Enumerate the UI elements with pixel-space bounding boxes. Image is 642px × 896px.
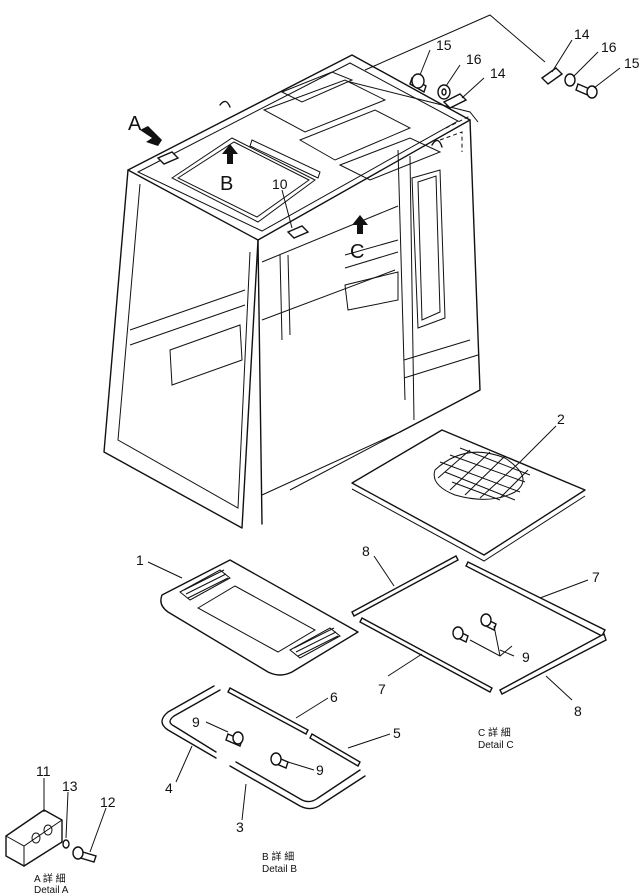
- callout-3: 3: [236, 819, 244, 835]
- part-1-hatch: [160, 559, 359, 676]
- detail-a-caption-en: Detail A: [34, 885, 69, 896]
- callout-9: 9: [316, 762, 324, 778]
- part-2-panel: [351, 429, 586, 562]
- detail-b-caption-jp: B 詳 細: [262, 850, 294, 863]
- detail-a-parts: [5, 809, 97, 867]
- callout-13: 13: [62, 778, 78, 794]
- callout-9: 9: [522, 649, 530, 665]
- leader-lines: [43, 39, 621, 853]
- detail-b-parts: [161, 685, 366, 810]
- callout-4: 4: [165, 780, 173, 796]
- callout-8: 8: [362, 543, 370, 559]
- detail-a-caption-jp: A 詳 細: [34, 872, 66, 885]
- callout-11: 11: [36, 763, 51, 779]
- callout-7: 7: [592, 569, 600, 585]
- callout-16: 16: [601, 39, 617, 55]
- callout-7: 7: [378, 681, 386, 697]
- callout-14: 14: [574, 26, 590, 42]
- callout-16: 16: [466, 51, 482, 67]
- callout-15: 15: [436, 37, 452, 53]
- view-arrow-a: [140, 126, 166, 146]
- detail-c-caption-jp: C 詳 細: [478, 726, 511, 739]
- view-arrow-c: [352, 215, 368, 234]
- detail-c-caption-en: Detail C: [478, 740, 514, 751]
- callout-10: 10: [272, 176, 288, 192]
- callout-15: 15: [624, 55, 640, 71]
- callout-9: 9: [192, 714, 200, 730]
- callout-12: 12: [100, 794, 116, 810]
- callout-2: 2: [557, 411, 565, 427]
- view-arrow-b: [222, 144, 238, 164]
- callout-5: 5: [393, 725, 401, 741]
- roof-fasteners: [349, 14, 598, 123]
- view-label-a: A: [128, 113, 142, 135]
- callout-1: 1: [136, 552, 144, 568]
- callout-8: 8: [574, 703, 582, 719]
- callout-14: 14: [490, 65, 506, 81]
- callout-6: 6: [330, 689, 338, 705]
- detail-b-caption-en: Detail B: [262, 864, 297, 875]
- view-label-b: B: [220, 173, 233, 195]
- cab-frame: [103, 54, 481, 529]
- view-label-c: C: [350, 241, 364, 263]
- detail-c-parts: [351, 555, 607, 695]
